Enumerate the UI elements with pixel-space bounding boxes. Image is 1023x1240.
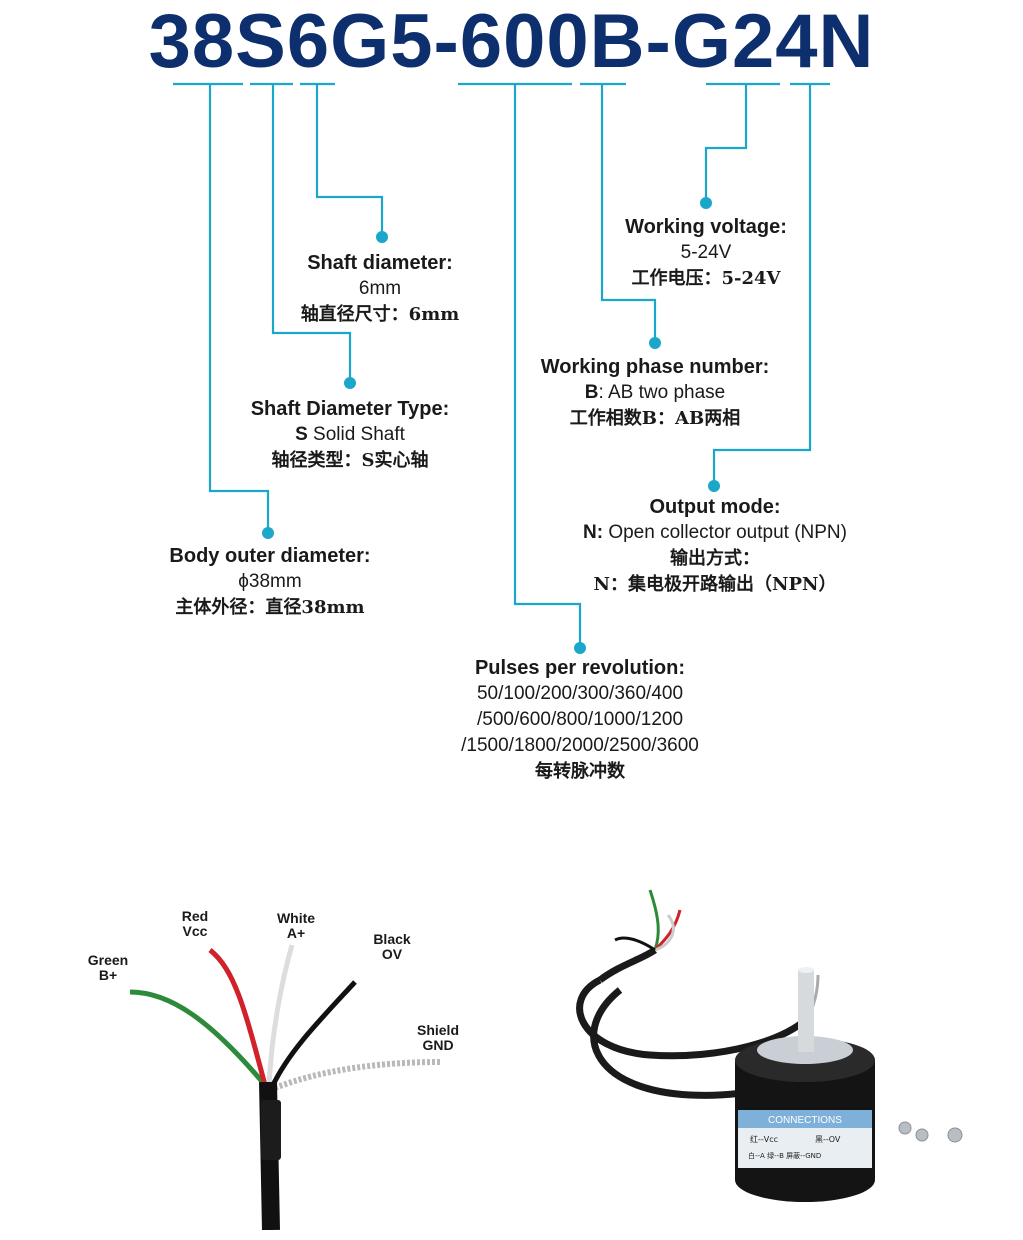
label-red: Red Vcc [165, 909, 225, 939]
output-value: Open collector output (NPN) [603, 522, 847, 543]
screw-2 [915, 1128, 929, 1142]
output-value-line: N: Open collector output (NPN) [555, 520, 875, 546]
leader-voltage [704, 84, 748, 200]
voltage-cn: 工作电压：5-24V [631, 268, 781, 289]
pulses-cn: 每转脉冲数 [535, 761, 625, 782]
spec-output: Output mode: N: Open collector output (N… [555, 494, 875, 598]
encoder-wire-green [648, 889, 660, 951]
output-cn-2: N：集电极开路输出（NPN） [593, 574, 837, 595]
leader-shaft-type [271, 84, 352, 380]
label-red-signal: Vcc [182, 923, 208, 939]
encoder-label-row1a: 红--Vcc [750, 1134, 778, 1144]
pulses-line-1: 50/100/200/300/360/400 [476, 683, 684, 704]
encoder-label [738, 1128, 872, 1168]
pulses-heading: Pulses per revolution: [474, 657, 686, 679]
shaft-diameter-value: 6mm [358, 278, 402, 299]
phase-heading: Working phase number: [540, 356, 770, 378]
dot-voltage [700, 197, 712, 209]
spec-voltage: Working voltage: 5-24V 工作电压：5-24V [590, 214, 822, 292]
dot-body-diameter [262, 527, 274, 539]
cable-loop-3 [597, 947, 657, 983]
voltage-heading: Working voltage: [625, 216, 787, 238]
phase-cn: 工作相数B：AB两相 [569, 408, 741, 429]
label-green-signal: B+ [98, 967, 118, 983]
wire-red [208, 948, 268, 1086]
encoder-bottom [735, 1158, 875, 1202]
output-code: N: [582, 522, 604, 543]
pulses-line-3: /1500/1800/2000/2500/3600 [461, 735, 699, 756]
label-white-color: White [276, 910, 316, 926]
label-green-color: Green [87, 952, 129, 968]
cable-loop-1 [576, 976, 813, 1060]
dot-pulses [574, 642, 586, 654]
label-red-color: Red [181, 908, 209, 924]
encoder-label-band-text: CONNECTIONS [768, 1115, 842, 1126]
label-green: Green B+ [78, 953, 138, 983]
body-diameter-value: ϕ38mm [238, 571, 302, 592]
spec-shaft-diameter: Shaft diameter: 6mm 轴直径尺寸：6mm [250, 250, 510, 328]
label-black: Black OV [362, 932, 422, 962]
label-black-color: Black [373, 931, 411, 947]
shaft-type-code: S [295, 424, 308, 445]
encoder-shaft-tip [798, 967, 814, 973]
shaft-type-value-line: S Solid Shaft [220, 422, 480, 448]
dot-shaft-diameter [376, 231, 388, 243]
encoder-wire-white [654, 914, 675, 952]
shaft-type-cn: 轴径类型：S实心轴 [271, 450, 429, 471]
pulses-line-2: /500/600/800/1000/1200 [476, 709, 684, 730]
dot-shaft-type [344, 377, 356, 389]
encoder-label-row1b: 黑--OV [815, 1135, 841, 1144]
leader-phase [600, 84, 657, 340]
body-diameter-cn: 主体外径：直径38mm [175, 597, 365, 618]
wire-white [266, 944, 295, 1086]
shaft-diameter-heading: Shaft diameter: [307, 252, 453, 274]
encoder-label-band [738, 1110, 872, 1128]
wire-green [129, 989, 267, 1087]
encoder-label-row2: 白--A 绿--B 屏蔽--GND [748, 1151, 821, 1160]
phase-value: : AB two phase [598, 382, 726, 403]
output-heading: Output mode: [649, 496, 781, 518]
label-white: White A+ [266, 911, 326, 941]
leader-output [712, 84, 812, 484]
encoder-shaft [798, 970, 814, 1052]
spec-shaft-type: Shaft Diameter Type: S Solid Shaft 轴径类型：… [220, 396, 480, 474]
voltage-value: 5-24V [680, 242, 732, 263]
label-shield: Shield GND [408, 1023, 468, 1053]
screw-3 [947, 1127, 963, 1143]
shaft-type-heading: Shaft Diameter Type: [250, 398, 450, 420]
leader-body-diameter [208, 84, 270, 531]
body-diameter-heading: Body outer diameter: [169, 545, 371, 567]
dot-output [708, 480, 720, 492]
label-white-signal: A+ [286, 925, 306, 941]
spec-body-diameter: Body outer diameter: ϕ38mm 主体外径：直径38mm [140, 543, 400, 621]
wire-black [270, 980, 357, 1087]
label-shield-signal: GND [422, 1037, 454, 1053]
spec-pulses: Pulses per revolution: 50/100/200/300/36… [430, 655, 730, 785]
shaft-diameter-cn: 轴直径尺寸：6mm [300, 304, 460, 325]
wire-shield [273, 1059, 441, 1091]
leader-pulses [513, 84, 582, 645]
wire-cable-illustration [129, 944, 441, 1230]
heat-shrink [261, 1100, 281, 1160]
encoder-wire-black [614, 936, 656, 952]
shaft-type-value: Solid Shaft [307, 424, 405, 445]
encoder-photo: CONNECTIONS 红--Vcc 黑--OV 白--A 绿--B 屏蔽--G… [576, 889, 963, 1202]
phase-code: B [584, 382, 599, 403]
label-black-signal: OV [381, 946, 403, 962]
leader-shaft-diameter [315, 84, 384, 235]
phase-value-line: B: AB two phase [515, 380, 795, 406]
screw-1 [898, 1121, 912, 1135]
leader-lines [173, 82, 830, 654]
spec-phase: Working phase number: B: AB two phase 工作… [515, 354, 795, 432]
model-code-title: 38S6G5-600B-G24N [148, 0, 875, 84]
dot-phase [649, 337, 661, 349]
output-cn-1: 输出方式： [670, 548, 760, 569]
label-shield-color: Shield [416, 1022, 459, 1038]
